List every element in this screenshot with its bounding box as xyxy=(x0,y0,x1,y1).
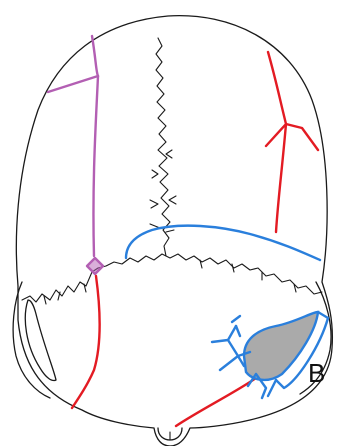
purple-vertical-line xyxy=(92,36,98,256)
blue-transverse-line xyxy=(126,226,320,260)
region-label-b: B xyxy=(308,358,325,388)
purple-diamond xyxy=(87,258,103,274)
red-left-bottom xyxy=(72,276,100,408)
lambdoid-suture-details xyxy=(44,260,296,304)
left-ear-inner xyxy=(25,300,56,381)
lambdoid-suture xyxy=(22,254,322,302)
red-right-branch xyxy=(266,124,318,232)
skull-outline xyxy=(16,16,332,446)
red-right-top xyxy=(268,52,286,124)
sagittal-suture xyxy=(156,38,170,256)
purple-branch-left xyxy=(48,76,98,92)
red-center-bottom xyxy=(176,378,256,426)
grey-region xyxy=(244,312,318,380)
